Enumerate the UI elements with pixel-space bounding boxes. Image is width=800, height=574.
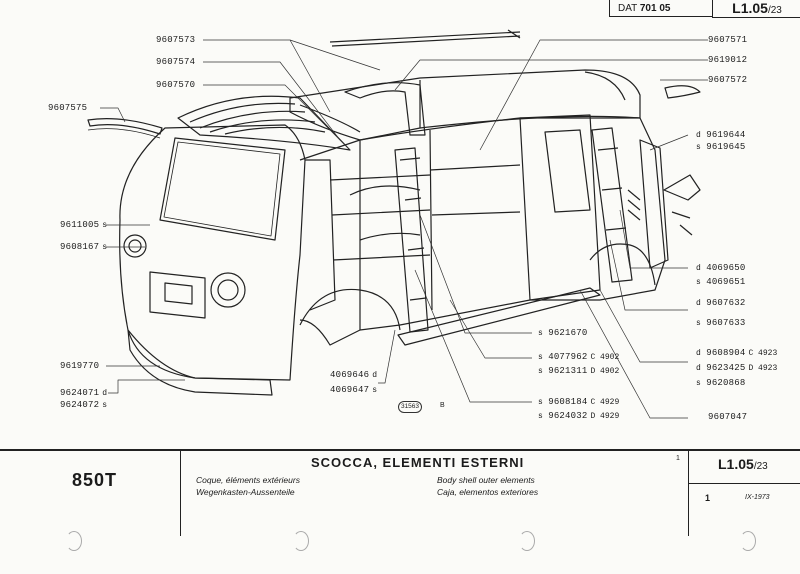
drawing-code-badge: 31563: [398, 401, 422, 413]
right-headlamp-drawing: [210, 272, 246, 308]
page-code-sub: /23: [767, 5, 782, 16]
footer-vline-1: [180, 451, 181, 536]
part-label-9607572: 9607572: [708, 75, 748, 85]
part-label-9607571: 9607571: [708, 35, 748, 45]
page-code-main: L1.05: [732, 0, 768, 16]
footer-mark: 1: [676, 455, 680, 462]
hinge-bracket-drawing: [663, 174, 701, 236]
sliding-door-drawing: [519, 114, 601, 301]
footer-divider: [0, 449, 800, 451]
left-headlamp-drawing: [123, 234, 147, 258]
binder-hole: [293, 531, 309, 551]
part-label-9607570: 9607570: [156, 80, 196, 90]
part-label-4069650: d 4069650: [696, 263, 746, 273]
rocker-sill-drawing: [397, 287, 601, 346]
part-label-4069651: s 4069651: [696, 277, 746, 287]
part-label-9607574: 9607574: [156, 57, 196, 67]
b-pillar-drawing: [394, 147, 429, 333]
front-grille-drawing: [149, 271, 206, 319]
rear-door-drawing: [639, 139, 669, 269]
part-label-9621670: s 9621670: [538, 328, 588, 338]
model-name: 850T: [72, 470, 118, 490]
title-spanish: Caja, elementos exteriores: [437, 487, 539, 497]
roof-panel-drawing: [289, 69, 641, 141]
front-lower-panel-drawing: [127, 329, 273, 396]
binder-hole: [740, 531, 756, 551]
front-cab-drawing: [119, 124, 306, 381]
page-code-box: L1.05/23: [712, 0, 800, 18]
dat-reference-box: DAT 701 05: [609, 0, 712, 17]
part-label-9619645: s 9619645: [696, 142, 746, 152]
title-german: Wegenkasten-Aussenteile: [196, 487, 295, 497]
rear-pillar-drawing: [591, 127, 633, 283]
title-french: Coque, éléments extérieurs: [196, 475, 300, 485]
section-title: SCOCCA, ELEMENTI ESTERNI: [311, 455, 525, 470]
part-label-9607047: 9607047: [708, 412, 748, 422]
dat-prefix: DAT: [618, 3, 638, 14]
part-label-9607632: d 9607632: [696, 298, 746, 308]
rear-wheel-arch-drawing: [299, 288, 401, 331]
binder-hole: [66, 531, 82, 551]
binder-hole: [519, 531, 535, 551]
rear-trim-drawing: [664, 85, 701, 99]
part-label-9607575: 9607575: [48, 103, 88, 113]
edition-date: IX-1973: [745, 494, 770, 501]
roof-strip-drawing: [329, 29, 521, 47]
title-english: Body shell outer elements: [437, 475, 535, 485]
part-label-9620868: s 9620868: [696, 378, 746, 388]
footer-hline: [688, 483, 800, 484]
sheet-number: 1: [705, 493, 711, 503]
loose-panel-drawing: [87, 118, 163, 135]
van-body-exploded-diagram: [87, 29, 708, 419]
footer-vline-2: [688, 451, 689, 536]
part-label-9619644: d 9619644: [696, 130, 746, 140]
part-label-9619770: 9619770: [60, 361, 100, 371]
part-label-9607573: 9607573: [156, 35, 196, 45]
part-label-9619012: 9619012: [708, 55, 748, 65]
footer-page-code: L1.05/23: [718, 456, 768, 472]
dat-number: 701 05: [639, 3, 671, 14]
part-label-9607633: s 9607633: [696, 318, 746, 328]
drawing-variant-letter: B: [440, 402, 445, 409]
side-body-drawing: [299, 117, 666, 346]
